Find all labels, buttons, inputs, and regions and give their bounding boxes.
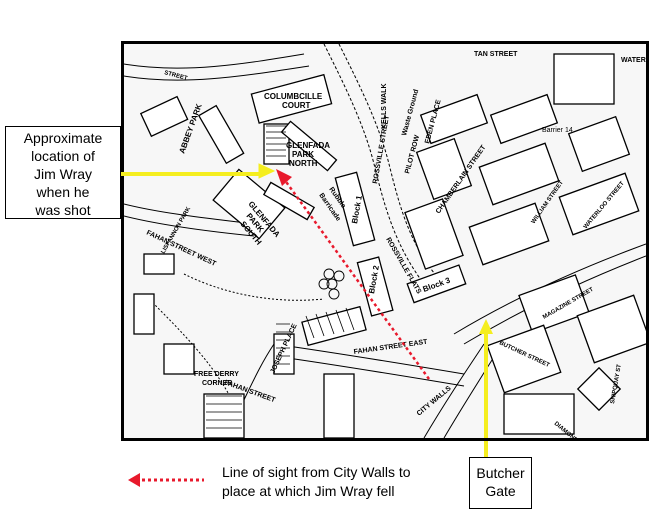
legend-text: Line of sight from City Walls to place a…	[222, 463, 411, 501]
terrace-hatching	[206, 125, 355, 429]
label-glenfada-park-north-3: NORTH	[289, 159, 318, 168]
callout-wray-line-1: Approximate	[23, 130, 103, 146]
pointer-arrows-map	[258, 163, 493, 438]
tree-cluster	[318, 268, 345, 300]
callout-wray-line-4: when he	[36, 184, 90, 200]
label-fahan-street-east: FAHAN STREET EAST	[353, 339, 428, 356]
callout-wray-line-3: Jim Wray	[33, 166, 93, 182]
label-barrier-14: Barrier 14	[542, 127, 573, 134]
legend-line-1: Line of sight from City Walls to	[222, 464, 411, 480]
label-glenfada-park-north-2: PARK	[292, 150, 314, 159]
callout-butcher-gate: Butcher Gate	[469, 457, 532, 509]
callout-wray-line-2: location of	[31, 148, 95, 164]
label-columbcille-court-2: COURT	[282, 101, 311, 110]
callout-wray-location: Approximate location of Jim Wray when he…	[5, 126, 121, 219]
street-map: ABBEY PARK COLUMBCILLE COURT GLENFADA PA…	[124, 44, 646, 438]
callout-wray-line-5: was shot	[35, 202, 91, 218]
callout-butcher-line-2: Gate	[485, 483, 516, 499]
label-glenfada-park-north-1: GLENFADA	[286, 141, 330, 150]
map-frame: ABBEY PARK COLUMBCILLE COURT GLENFADA PA…	[121, 41, 649, 441]
callout-butcher-line-1: Butcher	[476, 465, 525, 481]
label-columbcille-court: COLUMBCILLE	[264, 92, 323, 101]
map-labels: ABBEY PARK COLUMBCILLE COURT GLENFADA PA…	[145, 51, 646, 438]
label-waste-ground: Waste Ground	[401, 89, 420, 137]
label-free-derry-corner-2: CORNER	[202, 380, 232, 387]
label-rossville-street: ROSSVILLE STREET	[372, 114, 391, 184]
label-town-street-fragment: TAN STREET	[474, 51, 518, 58]
label-waterloo-fragment: WATER	[621, 57, 646, 64]
label-city-walls: CITY WALLS	[416, 385, 453, 418]
label-kells-walk: KELLS WALK	[381, 84, 388, 130]
legend-line-2: place at which Jim Wray fell	[222, 483, 395, 499]
legend-line-of-sight-icon	[128, 473, 204, 487]
label-free-derry-corner-1: FREE DERRY	[194, 371, 239, 378]
line-of-sight	[276, 169, 431, 380]
buildings	[133, 53, 646, 438]
